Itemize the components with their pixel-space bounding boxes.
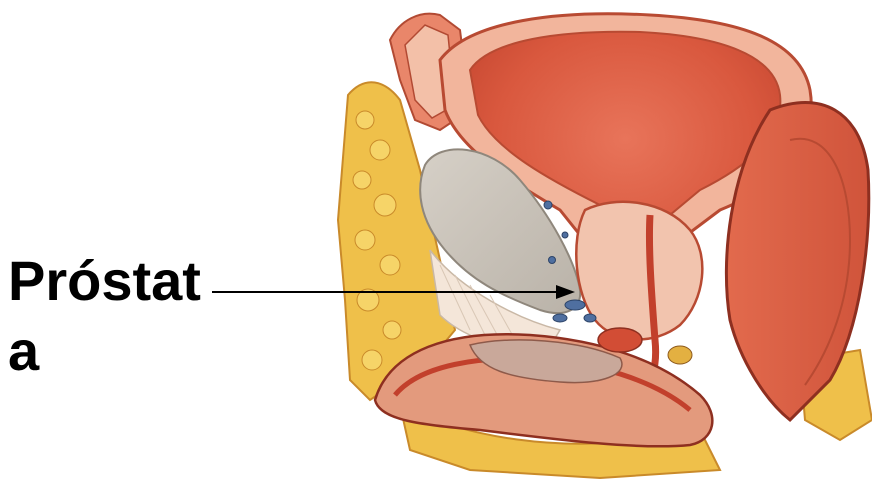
perineal-muscle bbox=[598, 328, 642, 352]
prostate-label: Próstata bbox=[8, 246, 223, 386]
